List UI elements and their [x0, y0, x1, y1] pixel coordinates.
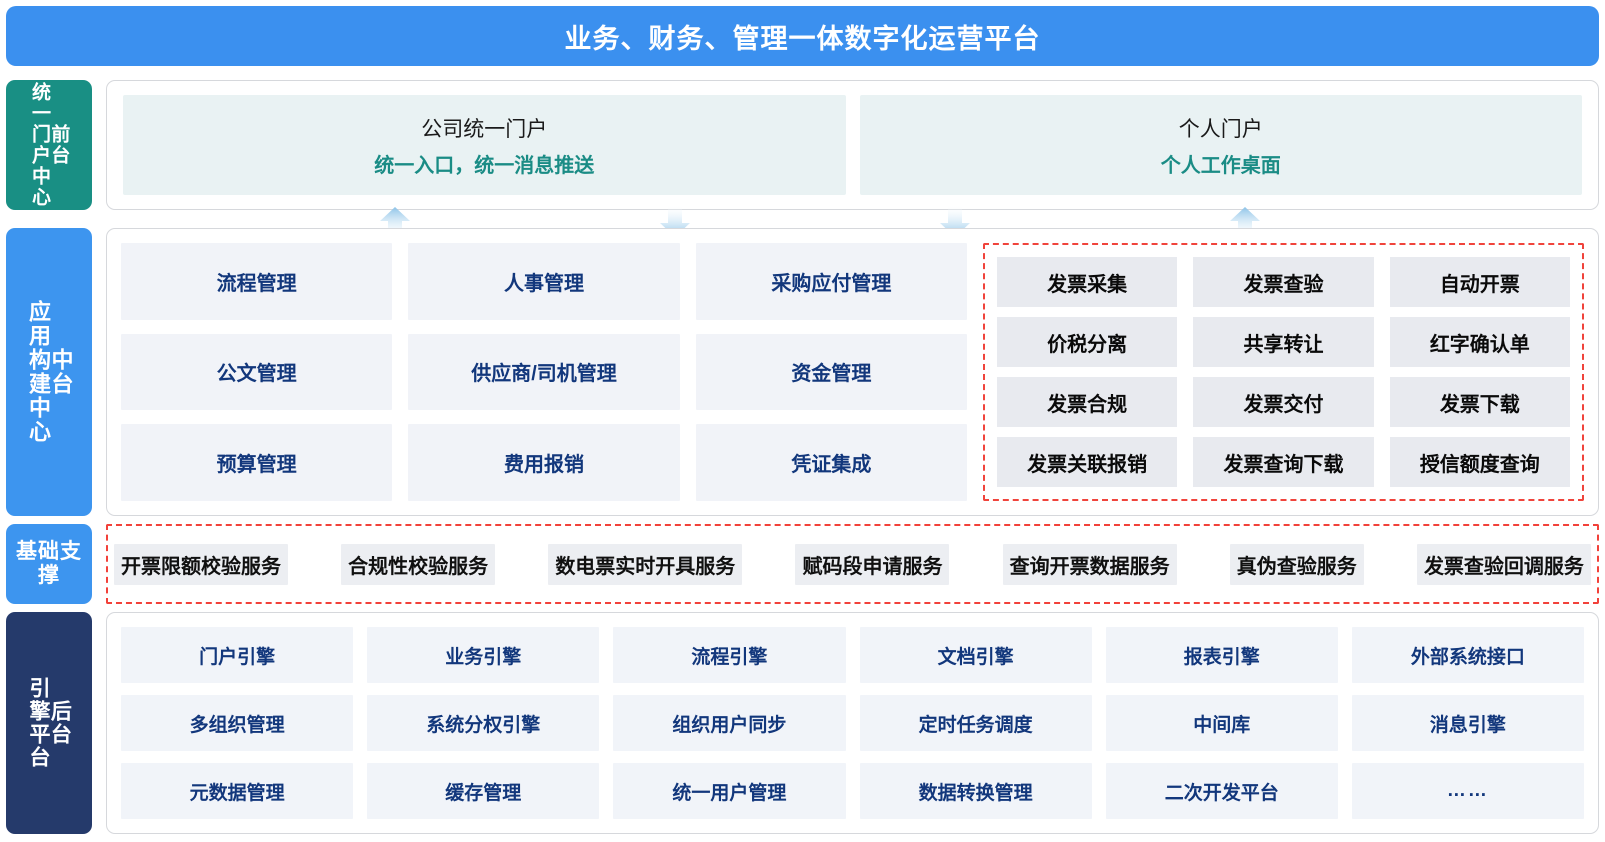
portal-card-company-subtitle: 统一入口，统一消息推送	[374, 154, 595, 177]
engine-cell[interactable]: 文档引擎	[859, 627, 1092, 683]
module-cell[interactable]: 资金管理	[695, 333, 967, 411]
engine-cell[interactable]: 中间库	[1105, 695, 1338, 751]
engine-cell[interactable]: 组织用户同步	[613, 695, 846, 751]
application-layer-row: 中台 应用构建中心 流程管理 人事管理 采购应付管理 公文管理 供应商/司机管理…	[6, 228, 1599, 516]
service-chip[interactable]: 赋码段申请服务	[795, 543, 950, 585]
layer-tag-portal-main: 统一门户中心	[29, 82, 50, 208]
engine-cell[interactable]: 多组织管理	[121, 695, 354, 751]
invoice-module-cell[interactable]: 发票查询下载	[1193, 437, 1374, 487]
module-cell[interactable]: 凭证集成	[695, 424, 967, 501]
module-cell[interactable]: 供应商/司机管理	[408, 333, 680, 411]
portal-layer-row: 前台 统一门户中心 公司统一门户 统一入口，统一消息推送 个人门户 个人工作桌面	[6, 80, 1599, 210]
engine-cell[interactable]: 数据转换管理	[859, 763, 1092, 819]
service-chip[interactable]: 查询开票数据服务	[1002, 543, 1177, 585]
layer-tag-engine-main: 引擎平台	[27, 677, 50, 769]
application-module-grid: 流程管理 人事管理 采购应付管理 公文管理 供应商/司机管理 资金管理 预算管理…	[121, 243, 967, 501]
layer-tag-base-support-main: 基础支撑	[16, 540, 82, 587]
service-chip[interactable]: 数电票实时开具服务	[548, 543, 743, 585]
portal-card-personal-title: 个人门户	[1178, 117, 1263, 141]
service-chip[interactable]: 发票查验回调服务	[1416, 543, 1591, 585]
engine-cell[interactable]: 业务引擎	[367, 627, 600, 683]
engine-cell[interactable]: 统一用户管理	[613, 763, 846, 819]
page-title: 业务、财务、管理一体数字化运营平台	[564, 23, 1041, 54]
arrow-up-company-portal	[378, 205, 412, 239]
portal-card-company[interactable]: 公司统一门户 统一入口，统一消息推送	[123, 95, 846, 195]
service-chip[interactable]: 开票限额校验服务	[114, 543, 288, 585]
engine-cell[interactable]: 报表引擎	[1105, 627, 1338, 683]
invoice-module-cell[interactable]: 自动开票	[1389, 257, 1570, 307]
layer-tag-engine-sub: 后台	[48, 700, 72, 746]
engine-cell[interactable]: ……	[1351, 763, 1584, 819]
layer-tag-portal: 前台 统一门户中心	[6, 80, 92, 210]
header-banner: 业务、财务、管理一体数字化运营平台	[6, 6, 1599, 66]
module-cell[interactable]: 预算管理	[121, 424, 393, 501]
invoice-module-cell[interactable]: 授信额度查询	[1389, 437, 1570, 487]
layer-tag-engine: 后台 引擎平台	[6, 612, 92, 834]
arrow-up-personal-portal	[1228, 205, 1262, 239]
engine-cell[interactable]: 流程引擎	[613, 627, 846, 683]
engine-cell[interactable]: 定时任务调度	[859, 695, 1092, 751]
invoice-module-cell[interactable]: 发票采集	[997, 257, 1178, 307]
engine-panel: 门户引擎 业务引擎 流程引擎 文档引擎 报表引擎 外部系统接口 多组织管理 系统…	[106, 612, 1599, 834]
invoice-module-cell[interactable]: 发票合规	[997, 377, 1178, 427]
layer-tag-base-support: 基础支撑	[6, 524, 92, 604]
engine-layer-row: 后台 引擎平台 门户引擎 业务引擎 流程引擎 文档引擎 报表引擎 外部系统接口 …	[6, 612, 1599, 834]
base-support-service-strip: 开票限额校验服务 合规性校验服务 数电票实时开具服务 赋码段申请服务 查询开票数…	[106, 524, 1599, 604]
invoice-module-cell[interactable]: 价税分离	[997, 317, 1178, 367]
engine-cell[interactable]: 元数据管理	[121, 763, 354, 819]
module-cell[interactable]: 费用报销	[408, 424, 680, 501]
application-panel: 流程管理 人事管理 采购应付管理 公文管理 供应商/司机管理 资金管理 预算管理…	[106, 228, 1599, 516]
portal-panel: 公司统一门户 统一入口，统一消息推送 个人门户 个人工作桌面	[106, 80, 1599, 210]
portal-card-personal-subtitle: 个人工作桌面	[1160, 154, 1281, 177]
portal-card-company-title: 公司统一门户	[421, 117, 548, 141]
layer-tag-application-main: 应用构建中心	[26, 300, 51, 444]
layer-tag-portal-sub: 前台	[48, 124, 70, 166]
invoice-module-cell[interactable]: 红字确认单	[1389, 317, 1570, 367]
engine-cell[interactable]: 消息引擎	[1351, 695, 1584, 751]
invoice-module-cell[interactable]: 发票交付	[1193, 377, 1374, 427]
invoice-module-group: 发票采集 发票查验 自动开票 价税分离 共享转让 红字确认单 发票合规 发票交付…	[983, 243, 1584, 501]
portal-card-personal[interactable]: 个人门户 个人工作桌面	[859, 95, 1582, 195]
invoice-module-cell[interactable]: 发票关联报销	[997, 437, 1178, 487]
module-cell[interactable]: 公文管理	[121, 333, 393, 411]
invoice-module-cell[interactable]: 共享转让	[1193, 317, 1374, 367]
invoice-module-cell[interactable]: 发票查验	[1193, 257, 1374, 307]
module-cell[interactable]: 人事管理	[408, 243, 680, 320]
module-cell[interactable]: 采购应付管理	[695, 243, 967, 320]
service-chip[interactable]: 合规性校验服务	[341, 543, 496, 585]
engine-cell[interactable]: 二次开发平台	[1105, 763, 1338, 819]
engine-cell[interactable]: 外部系统接口	[1351, 627, 1584, 683]
layer-tag-application: 中台 应用构建中心	[6, 228, 92, 516]
invoice-module-cell[interactable]: 发票下载	[1389, 377, 1570, 427]
engine-cell[interactable]: 门户引擎	[121, 627, 354, 683]
engine-cell[interactable]: 系统分权引擎	[367, 695, 600, 751]
engine-cell[interactable]: 缓存管理	[367, 763, 600, 819]
base-support-layer-row: 基础支撑 开票限额校验服务 合规性校验服务 数电票实时开具服务 赋码段申请服务 …	[6, 524, 1599, 604]
module-cell[interactable]: 流程管理	[121, 243, 393, 320]
layer-tag-application-sub: 中台	[48, 348, 74, 396]
service-chip[interactable]: 真伪查验服务	[1229, 543, 1364, 585]
